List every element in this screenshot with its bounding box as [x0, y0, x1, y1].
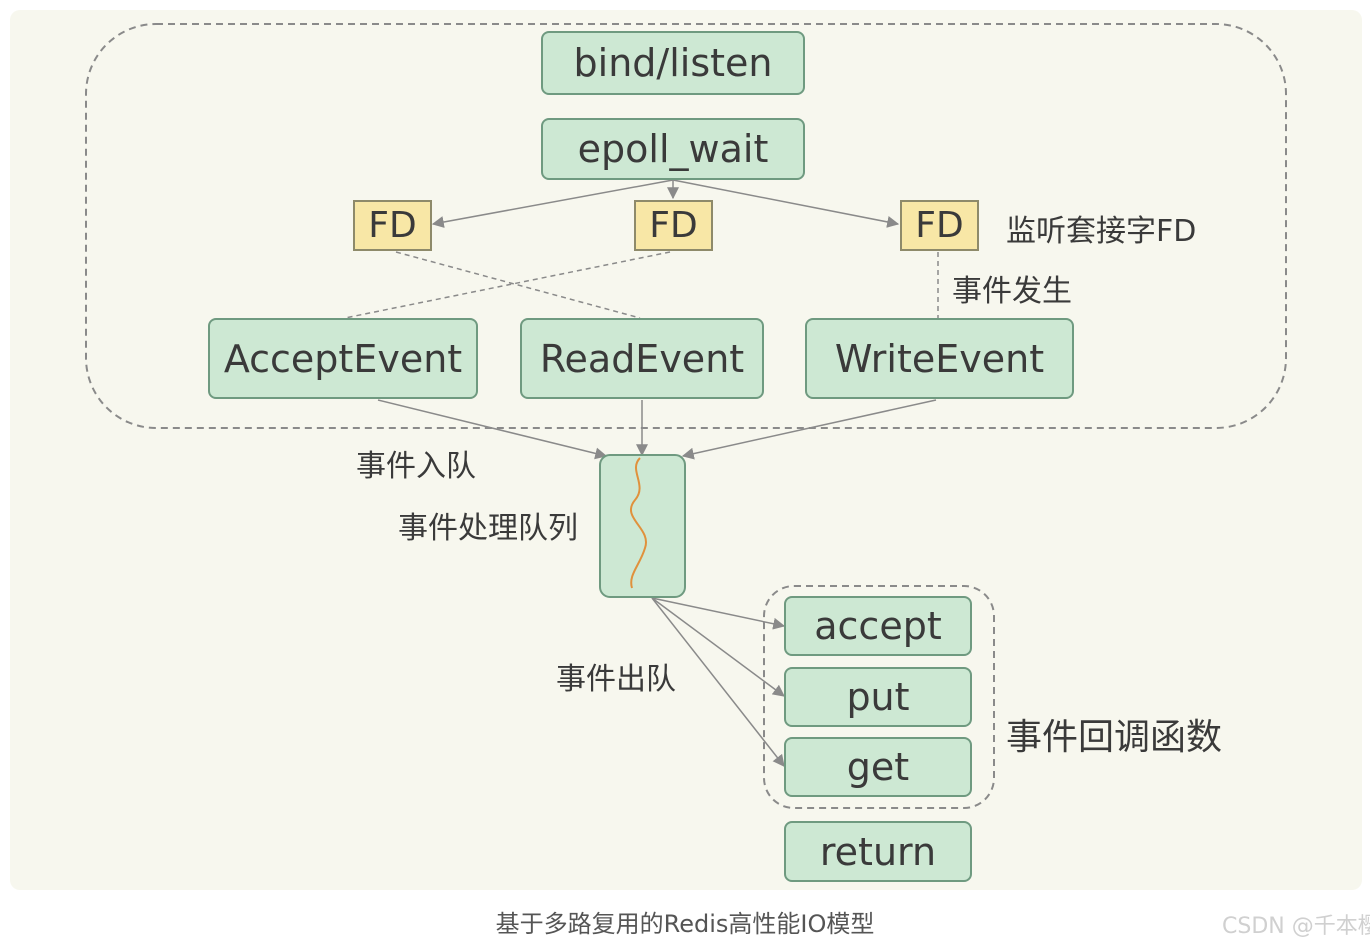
write-event-node: WriteEvent	[805, 318, 1074, 399]
arrow-epoll-to-fd-right	[672, 179, 900, 228]
fd-left-node: FD	[353, 200, 432, 251]
event-queue-label: 事件处理队列	[398, 511, 578, 546]
arrow-queue-to-get	[651, 597, 785, 767]
watermark: CSDN @千本樱W	[1222, 914, 1370, 939]
arrow-epoll-to-fd-left	[431, 179, 674, 228]
callback-get-node: get	[784, 737, 972, 797]
fd-right-node: FD	[900, 200, 979, 251]
link-fd-left-to-read	[395, 251, 641, 319]
event-queue-box	[599, 454, 686, 598]
bind-listen-node: bind/listen	[541, 31, 805, 95]
arrow-write-to-queue	[681, 399, 937, 460]
read-event-node: ReadEvent	[520, 318, 764, 399]
arrow-accept-to-queue	[377, 399, 608, 460]
listen-socket-fd-label: 监听套接字FD	[1006, 214, 1197, 249]
event-occurs-label: 事件发生	[952, 274, 1072, 309]
epoll-wait-node: epoll_wait	[541, 118, 805, 180]
return-node: return	[784, 821, 972, 882]
queue-squiggle	[630, 457, 647, 589]
accept-event-node: AcceptEvent	[208, 318, 478, 399]
callback-group	[763, 585, 995, 809]
figure-caption: 基于多路复用的Redis高性能IO模型	[495, 910, 875, 938]
event-callbacks-label: 事件回调函数	[1006, 717, 1223, 758]
callback-accept-node: accept	[784, 596, 972, 656]
event-dequeue-label: 事件出队	[556, 662, 676, 697]
link-fd-middle-to-accept	[344, 251, 671, 319]
arrow-queue-to-accept	[651, 597, 786, 630]
event-loop-group	[85, 23, 1287, 429]
event-enqueue-label: 事件入队	[356, 449, 476, 484]
callback-put-node: put	[784, 667, 972, 727]
fd-middle-node: FD	[634, 200, 713, 251]
arrow-queue-to-put	[651, 597, 785, 697]
